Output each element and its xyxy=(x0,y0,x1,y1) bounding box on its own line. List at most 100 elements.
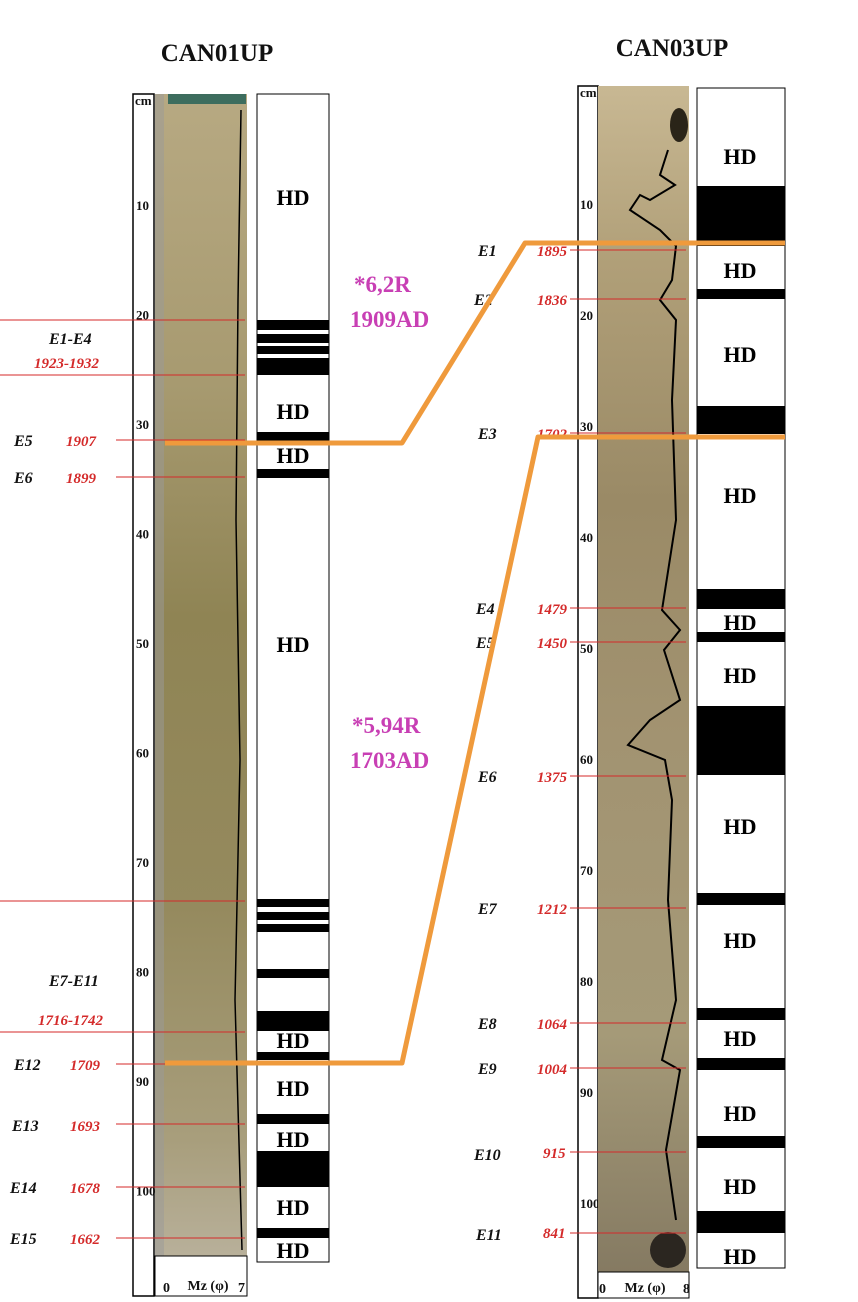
hd-labels: HD HD HD HD HD HD HD HD HD HD HD HD xyxy=(724,144,757,1269)
black-layer xyxy=(257,1011,329,1031)
black-layer xyxy=(257,912,329,920)
hd-label: HD xyxy=(724,144,757,169)
black-layer xyxy=(697,186,785,246)
depth-tick-label: 60 xyxy=(136,746,149,761)
correlation-line-upper xyxy=(165,240,785,446)
depth-tick-label: 80 xyxy=(136,965,149,980)
black-layer xyxy=(257,969,329,978)
depth-tick-label: 60 xyxy=(580,752,593,767)
hd-label: HD xyxy=(277,1195,310,1220)
event-date: 1899 xyxy=(66,471,97,487)
black-layer xyxy=(257,366,329,375)
age-date-lower: 1703AD xyxy=(350,748,429,773)
depth-tick-label: 40 xyxy=(580,530,593,545)
event-label: E6 xyxy=(13,470,33,487)
core-title-can03up: CAN03UP xyxy=(616,35,729,62)
event-date: 1479 xyxy=(537,602,568,618)
event-label: E11 xyxy=(475,1227,502,1244)
event-date: 1716-1742 xyxy=(38,1013,103,1029)
black-layer xyxy=(257,1114,329,1124)
hd-label: HD xyxy=(277,1028,310,1053)
depth-ticks: 10 20 30 40 50 60 70 80 90 100 xyxy=(136,198,156,1199)
black-layer xyxy=(257,469,329,478)
event-date: 1907 xyxy=(66,434,97,450)
depth-tick-label: 90 xyxy=(136,1074,149,1089)
black-layer xyxy=(697,589,785,609)
hd-label: HD xyxy=(277,632,310,657)
black-layer xyxy=(697,632,785,642)
black-layer xyxy=(697,893,785,905)
depth-tick-label: 100 xyxy=(580,1196,600,1211)
hd-label: HD xyxy=(277,1076,310,1101)
correlation-lines xyxy=(165,240,785,1066)
event-label: E10 xyxy=(473,1147,501,1164)
hd-label: HD xyxy=(724,610,757,635)
event-label: E7-E11 xyxy=(48,973,99,990)
event-label: E9 xyxy=(477,1061,497,1078)
black-layer xyxy=(257,1151,329,1187)
hd-label: HD xyxy=(724,1101,757,1126)
event-label: E8 xyxy=(477,1016,497,1033)
event-date: 1693 xyxy=(70,1119,101,1135)
event-label: E7 xyxy=(477,901,498,918)
core-dark-clast xyxy=(670,108,688,142)
event-date: 1212 xyxy=(537,902,568,918)
black-layer xyxy=(257,1228,329,1238)
grain-axis-label: Mz (φ) xyxy=(188,1279,229,1294)
event-date: 1662 xyxy=(70,1232,101,1248)
depth-tick-label: 20 xyxy=(136,308,149,323)
depth-unit-label: cm xyxy=(580,85,597,100)
grain-axis-max: 8 xyxy=(683,1282,690,1297)
event-label: E3 xyxy=(477,426,497,443)
depth-tick-label: 90 xyxy=(580,1085,593,1100)
black-layer xyxy=(257,346,329,354)
event-date: 1709 xyxy=(70,1058,101,1074)
event-label: E1 xyxy=(477,243,497,260)
grain-size-curve xyxy=(234,109,243,1251)
event-date: 1064 xyxy=(537,1017,568,1033)
event-date: 915 xyxy=(543,1146,566,1162)
depth-tick-label: 30 xyxy=(136,417,149,432)
age-ratio-upper: *6,2R xyxy=(354,272,411,297)
depth-tick-label: 70 xyxy=(580,863,593,878)
depth-tick-label: 100 xyxy=(136,1184,156,1199)
hd-labels: HD HD HD HD HD HD HD HD HD xyxy=(277,185,310,1263)
black-layer xyxy=(697,1211,785,1233)
depth-tick-label: 10 xyxy=(136,198,149,213)
event-label: E5 xyxy=(13,433,33,450)
black-layer xyxy=(697,406,785,434)
event-label: E12 xyxy=(13,1057,41,1074)
core-liner-edge xyxy=(155,94,164,1256)
black-layer xyxy=(257,899,329,907)
event-date: 1836 xyxy=(537,293,568,309)
depth-tick-label: 10 xyxy=(580,197,593,212)
hd-label: HD xyxy=(724,1026,757,1051)
radiocarbon-ages: *6,2R 1909AD *5,94R 1703AD xyxy=(350,272,429,773)
depth-scale-column xyxy=(577,85,599,1299)
hd-label: HD xyxy=(724,483,757,508)
event-labels: E1 1895 E2 1836 E3 1702 E4 1479 E5 1450 … xyxy=(473,243,568,1244)
depth-tick-label: 50 xyxy=(580,641,593,656)
depth-tick-label: 40 xyxy=(136,527,149,542)
depth-tick-label: 20 xyxy=(580,308,593,323)
correlation-line-lower xyxy=(165,434,785,1066)
hd-label: HD xyxy=(277,443,310,468)
grain-size-curve xyxy=(626,149,682,1221)
hd-label: HD xyxy=(724,1174,757,1199)
black-layer xyxy=(257,924,329,932)
event-date: 1375 xyxy=(537,770,568,786)
grain-axis-max: 7 xyxy=(238,1281,245,1296)
event-labels: E1-E4 1923-1932 E5 1907 E6 1899 E7-E11 1… xyxy=(9,331,103,1248)
event-date: 1895 xyxy=(537,244,568,260)
event-date: 841 xyxy=(543,1226,566,1242)
age-date-upper: 1909AD xyxy=(350,307,429,332)
black-layer xyxy=(257,432,329,441)
depth-tick-label: 70 xyxy=(136,855,149,870)
event-lines xyxy=(570,249,686,1234)
event-date: 1450 xyxy=(537,636,568,652)
depth-tick-label: 50 xyxy=(136,636,149,651)
